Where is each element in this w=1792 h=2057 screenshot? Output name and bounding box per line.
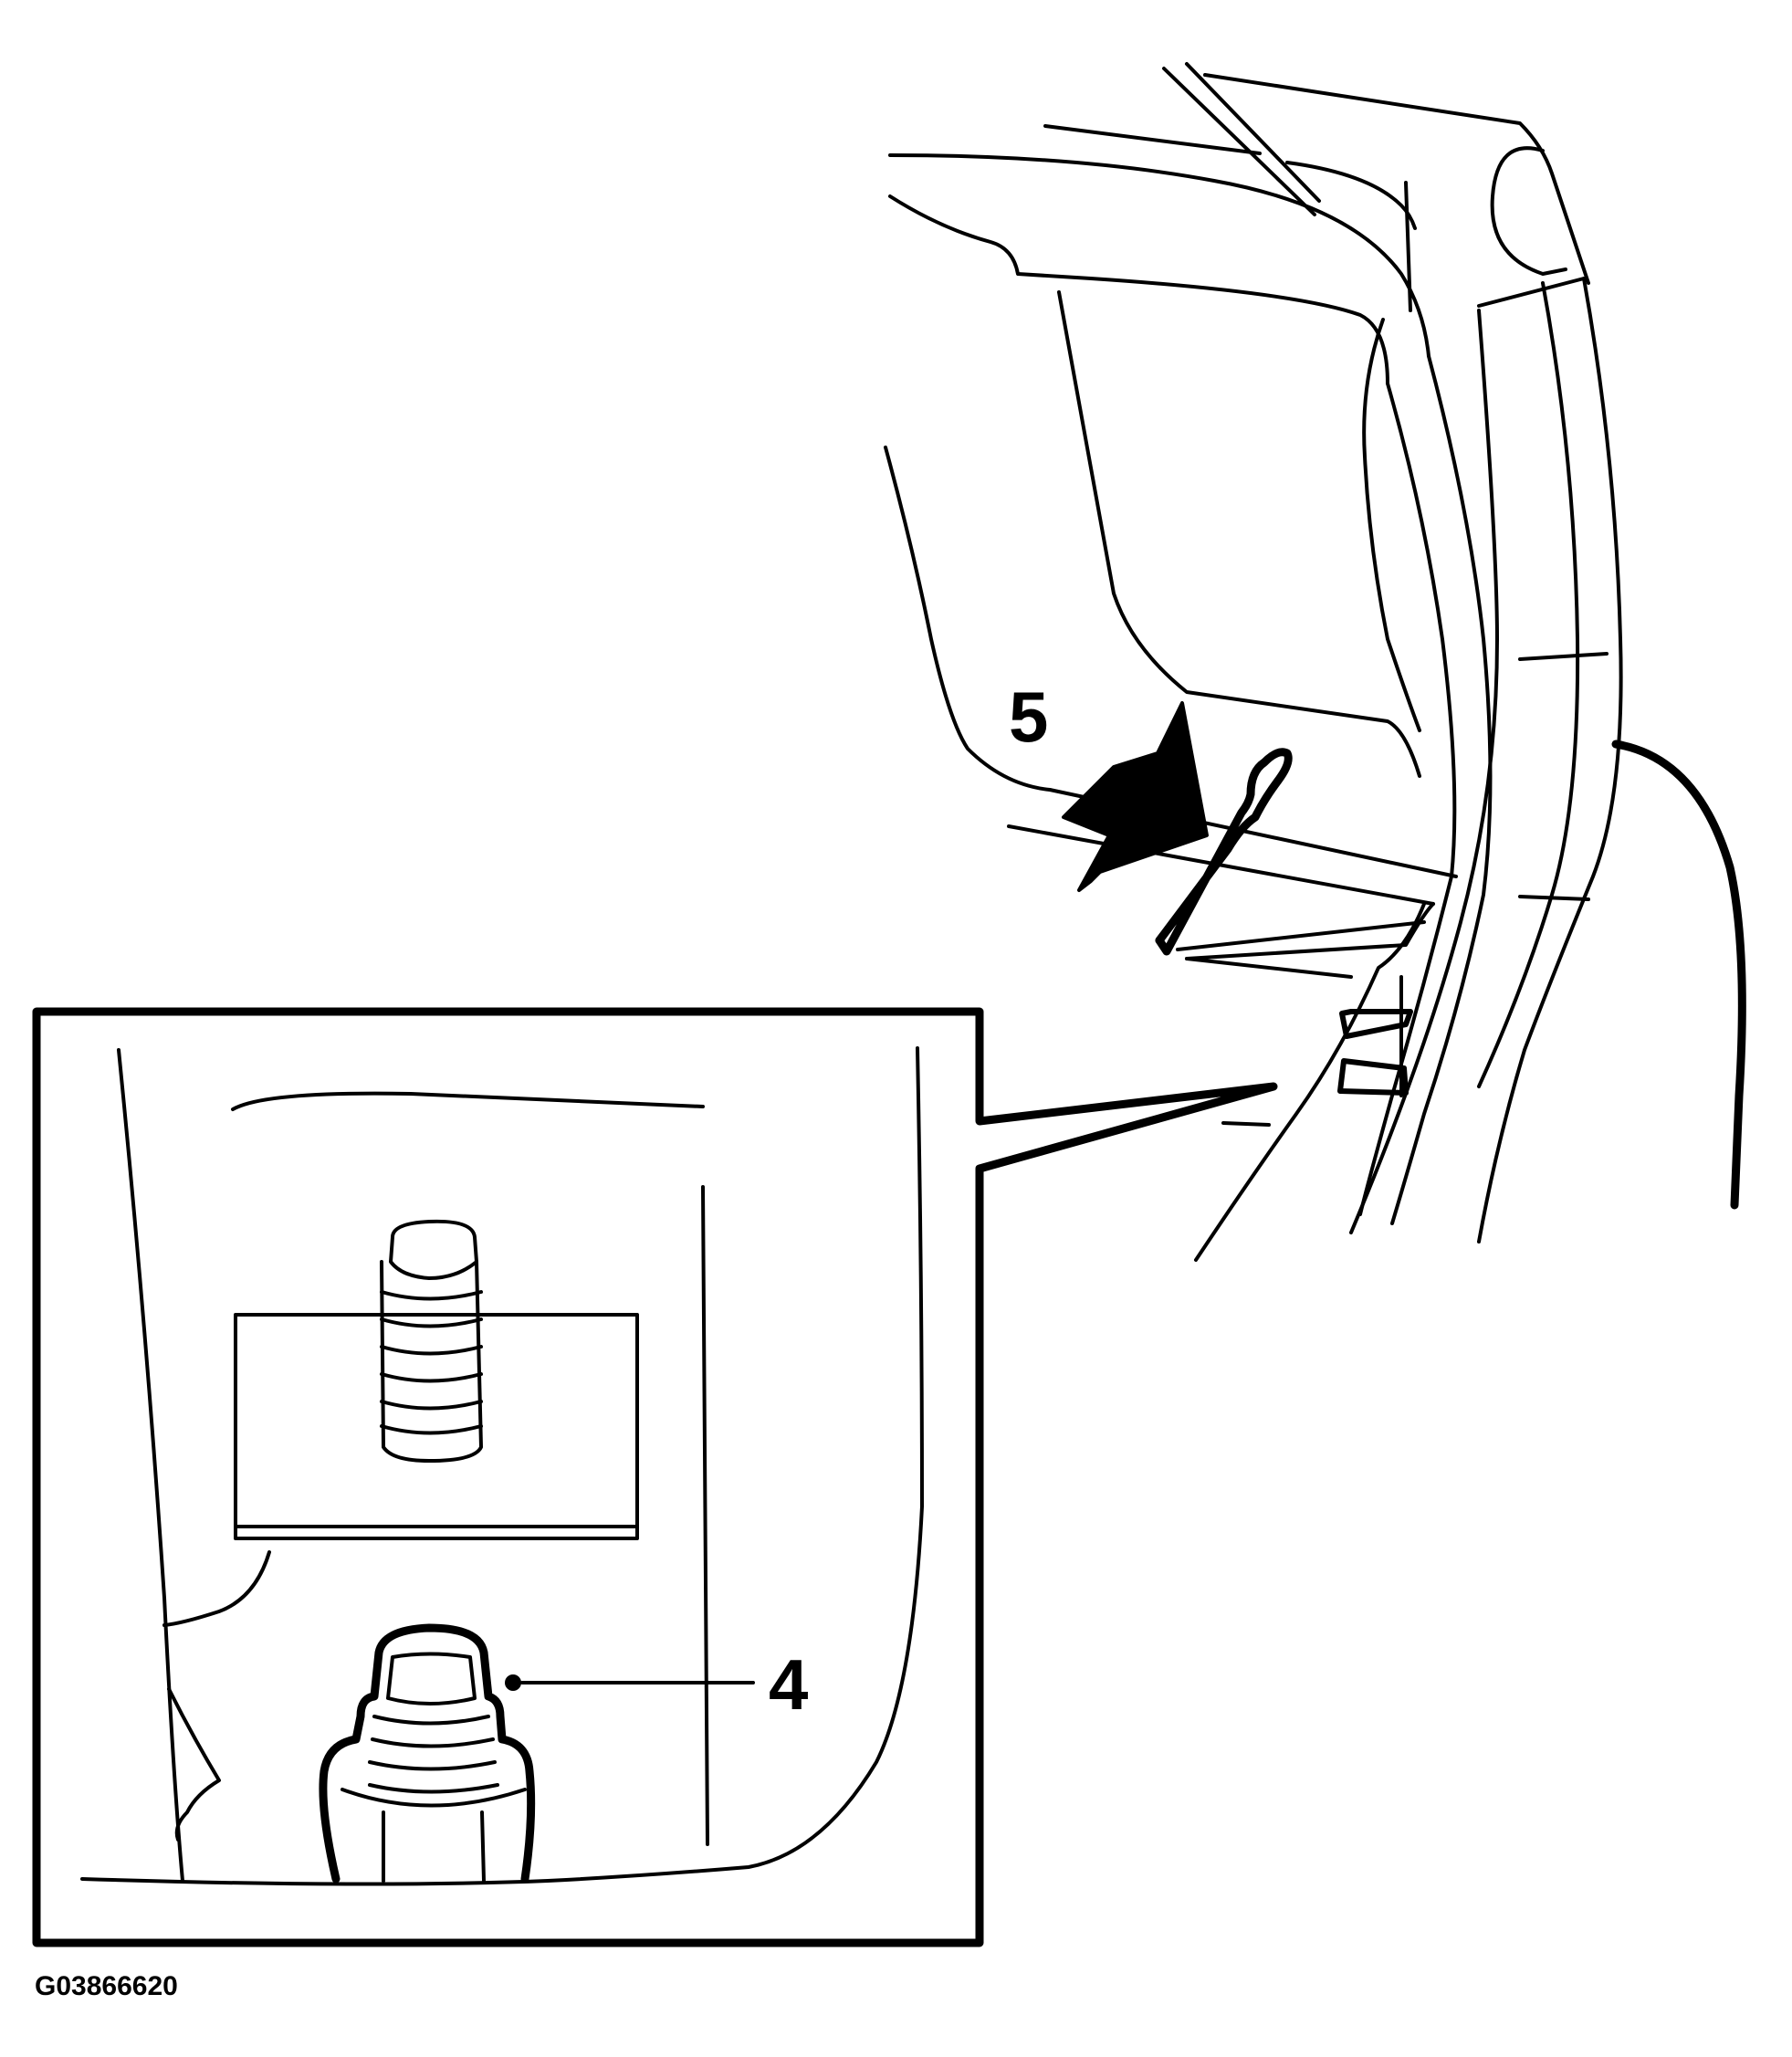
figure-id: G03866620 [35, 1971, 178, 2001]
door-sill-2 [1007, 824, 1435, 906]
nut-thread-1 [372, 1715, 490, 1726]
leader-dot-4 [505, 1674, 521, 1691]
pillar-joint [1477, 277, 1586, 308]
nut-hex-top [341, 1788, 527, 1808]
pillar-inner-3 [1362, 318, 1421, 732]
upper-stud-thread-2 [380, 1317, 483, 1328]
roof-edge-2 [1185, 62, 1321, 203]
upper-stud [380, 1219, 483, 1463]
pillar-inner-2 [1390, 354, 1493, 1225]
roof-line-2 [888, 153, 1430, 358]
callout-label-5: 5 [1009, 677, 1048, 757]
pillar-outer-1 [1349, 309, 1499, 1234]
bracket-tab-lower [1337, 1058, 1409, 1096]
arrow-5 [1062, 701, 1209, 892]
roof-edge [1162, 67, 1316, 216]
nut-thread-4 [368, 1783, 499, 1794]
detail-inset: 4 [32, 1007, 1278, 1947]
inset-left-bump [167, 1687, 221, 1842]
pillar-cross-1 [1518, 652, 1609, 661]
upper-stud-thread-5 [380, 1400, 483, 1411]
rocker-line-1 [1194, 902, 1426, 1262]
nut-stud-head [386, 1652, 477, 1705]
nut-stud-outline [319, 1623, 536, 1884]
upper-stud-head [389, 1219, 478, 1280]
nut-thread-3 [368, 1760, 497, 1771]
nut-hex-right-face [480, 1810, 486, 1883]
roof-corner [1490, 146, 1567, 276]
inset-top-contour [231, 1091, 705, 1111]
upper-stud-thread-1 [380, 1290, 483, 1301]
upper-stud-thread-3 [380, 1345, 483, 1356]
inset-left-edge [117, 1048, 184, 1883]
callout-label-4: 4 [769, 1644, 808, 1725]
door-inner-edge [1057, 290, 1421, 778]
mounting-plate [234, 1313, 639, 1540]
pillar-outer-2 [1477, 277, 1623, 1244]
rocker-line-2 [1221, 1121, 1271, 1127]
roof-frame [1203, 73, 1590, 285]
inset-right-edge [80, 1046, 924, 1886]
trim-clip [1155, 748, 1293, 956]
inset-frame [32, 1007, 1278, 1947]
pillar-top-line [1404, 181, 1412, 312]
inset-lower-contour [162, 1550, 271, 1627]
pillar-inner-1 [1358, 382, 1457, 1216]
upper-stud-thread-6 [380, 1424, 483, 1435]
nut-thread-2 [371, 1737, 495, 1748]
pillar-outer-3 [1477, 281, 1580, 1088]
door-left-edge [884, 446, 1052, 792]
lower-stud-nut [319, 1623, 536, 1884]
upper-stud-thread-4 [380, 1372, 483, 1383]
roof-line-1 [1043, 124, 1262, 155]
main-view: 5 [884, 62, 1746, 1262]
roof-frame-inner [1285, 161, 1417, 230]
clip-base-line [1176, 920, 1426, 951]
upper-stud-body [380, 1260, 483, 1463]
door-sill-4 [1185, 957, 1353, 979]
pillar-cross-2 [1518, 895, 1590, 901]
inset-vertical-line [701, 1185, 709, 1846]
roof-line-3 [888, 194, 1389, 385]
cable [1611, 740, 1746, 1210]
